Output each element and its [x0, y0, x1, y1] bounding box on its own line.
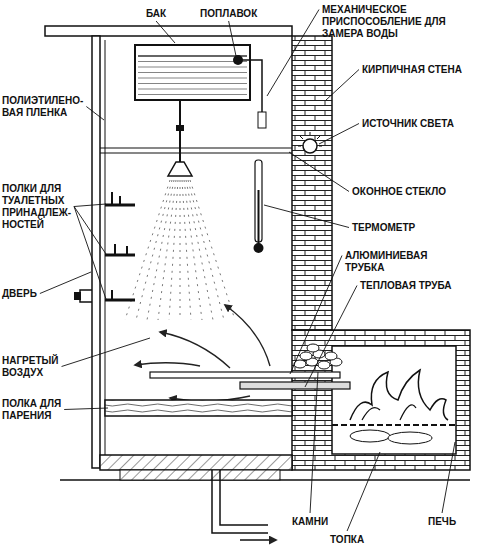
drain-pipe	[212, 470, 276, 540]
part-label: ТОПКА	[330, 534, 364, 546]
floor	[60, 455, 470, 480]
measuring-rod	[238, 60, 262, 120]
part-label: АЛЮМИНИЕВАЯ ТРУБКА	[345, 250, 455, 274]
part-label: ПОЛИЭТИЛЕНО- ВАЯ ПЛЕНКА	[2, 95, 92, 119]
part-label: ПОЛКИ ДЛЯ ТУАЛЕТНЫХ ПРИНАДЛЕЖ- НОСТЕЙ	[2, 183, 90, 231]
leader-line	[326, 70, 359, 101]
polyethylene-film	[105, 40, 106, 455]
shower	[125, 100, 235, 320]
leader-line	[229, 21, 236, 56]
leader-line	[74, 207, 106, 300]
leader-line	[74, 204, 106, 207]
water-tank	[135, 45, 266, 128]
leader-line	[62, 338, 150, 367]
part-label: ТЕПЛОВАЯ ТРУБА	[360, 280, 452, 292]
part-label: БАК	[146, 8, 166, 20]
part-label: КАМНИ	[292, 516, 328, 528]
part-label: ПЕЧЬ	[428, 516, 456, 528]
leader-line	[40, 272, 91, 294]
part-label: НАГРЕТЫЙ ВОЗДУХ	[2, 355, 90, 379]
leader-line	[310, 372, 318, 513]
part-label: ПОЛКА ДЛЯ ПАРЕНИЯ	[2, 398, 90, 422]
leader-line	[74, 207, 106, 255]
steam-bench	[105, 400, 292, 416]
leader-line	[290, 256, 342, 375]
part-label: ПОПЛАВОК	[200, 8, 257, 20]
window-glass	[100, 148, 292, 153]
stove	[292, 330, 470, 470]
part-label: ИСТОЧНИК СВЕТА	[362, 118, 454, 130]
ceiling-plank	[45, 26, 292, 36]
leader-line	[305, 286, 357, 388]
leader-line	[442, 442, 455, 513]
leader-line	[289, 152, 349, 192]
thermometer	[254, 160, 264, 253]
part-label: ОКОННОЕ СТЕКЛО	[352, 186, 446, 198]
leader-line	[86, 107, 104, 121]
brick-wall	[292, 36, 332, 330]
part-label: КИРПИЧНАЯ СТЕНА	[362, 64, 462, 76]
part-label: ТЕРМОМЕТР	[352, 222, 415, 234]
leader-line	[64, 408, 108, 410]
leader-line	[319, 124, 359, 145]
heat-pipe	[240, 382, 350, 389]
leader-line	[267, 10, 319, 97]
toilet-shelves	[105, 192, 135, 300]
light-source	[298, 132, 322, 153]
hot-air-arrows	[135, 305, 270, 401]
part-label: ДВЕРЬ	[2, 288, 37, 300]
part-label: МЕХАНИЧЕСКОЕ ПРИСПОСОБЛЕНИЕ ДЛЯ ЗАМЕРА В…	[322, 4, 474, 40]
leader-line	[264, 205, 349, 228]
leader-line	[347, 452, 380, 531]
leader-line	[156, 21, 175, 43]
